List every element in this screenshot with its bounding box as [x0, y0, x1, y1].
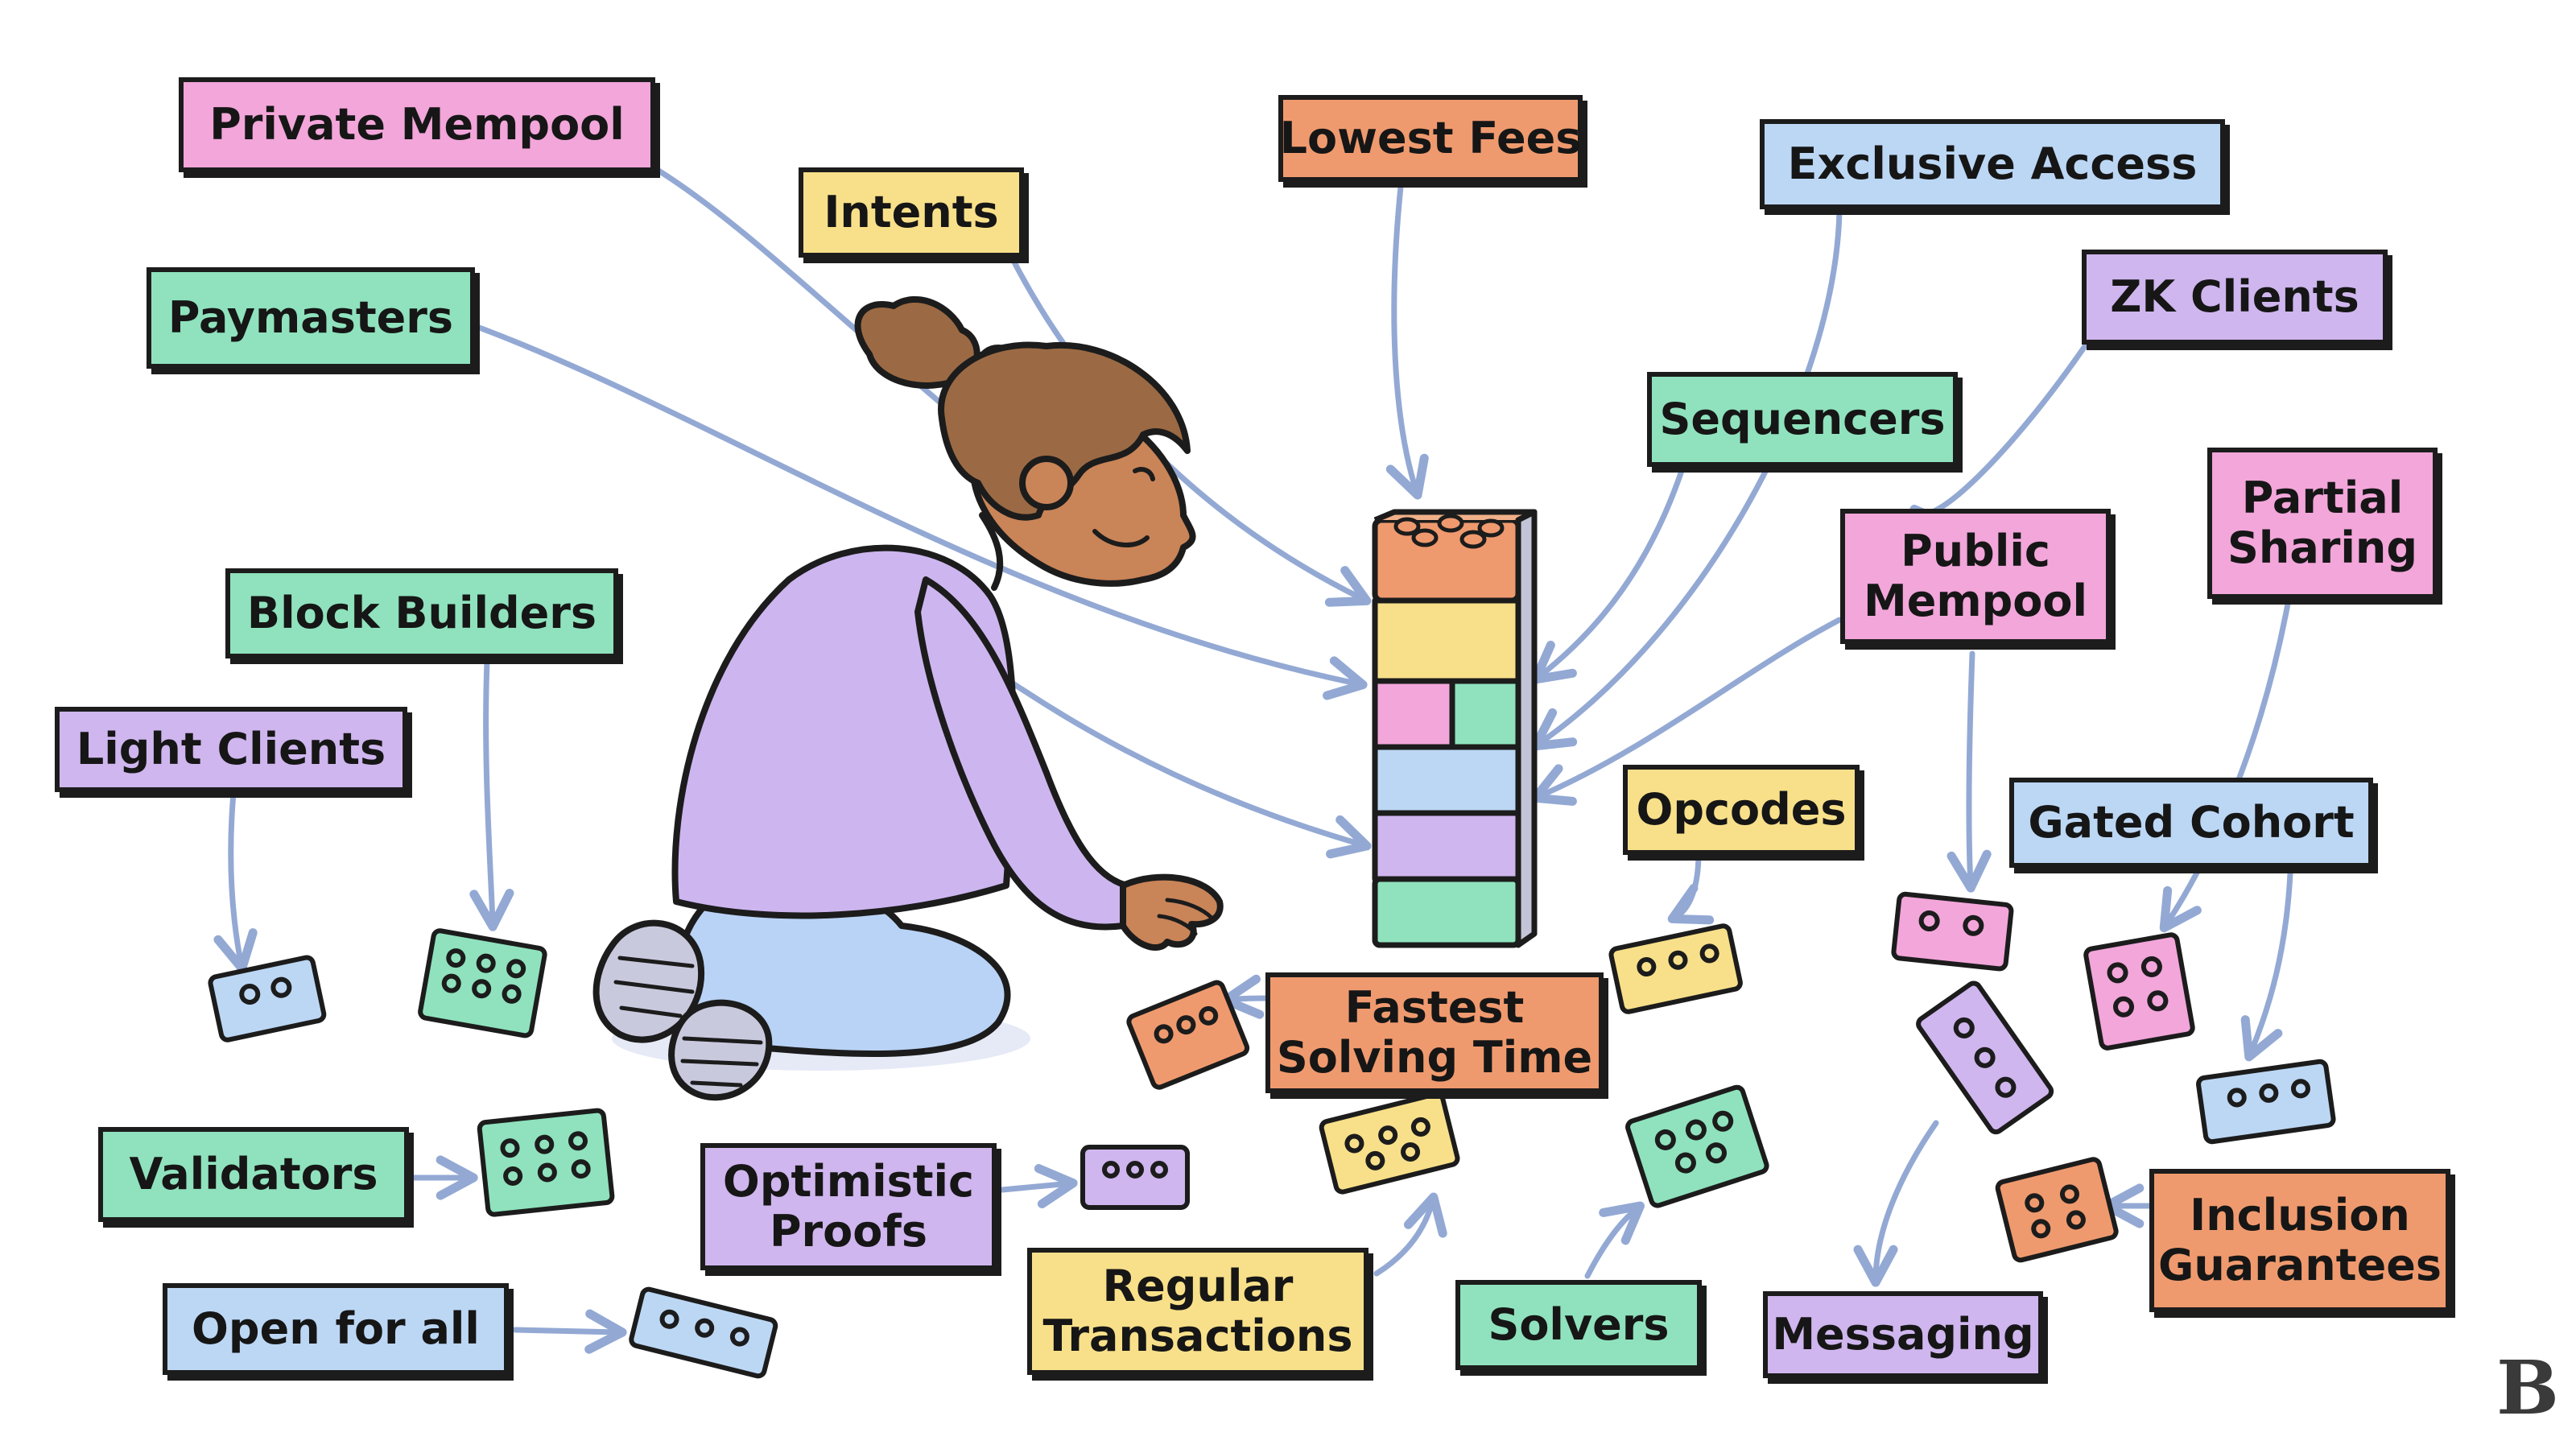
brick-validators — [477, 1108, 615, 1217]
arrow-fastest-solving-to-brick — [1220, 974, 1274, 1019]
label-lowest-fees: Lowest Fees — [1278, 95, 1583, 182]
label-gated-cohort: Gated Cohort — [2009, 778, 2373, 868]
arrow-light-clients-to-brick — [213, 790, 258, 973]
brick-regular-transactions — [1319, 1092, 1460, 1195]
brick-solvers — [1625, 1084, 1769, 1208]
label-zk-clients: ZK Clients — [2082, 250, 2388, 345]
label-light-clients: Light Clients — [55, 707, 407, 792]
label-text: Validators — [129, 1149, 378, 1199]
label-partial-sharing: Partial Sharing — [2207, 448, 2438, 599]
label-text-line-1: Inclusion — [2190, 1190, 2410, 1241]
label-text-line-2: Sharing — [2227, 522, 2417, 573]
label-text: Private Mempool — [209, 99, 625, 150]
label-text: Paymasters — [167, 292, 454, 343]
label-text: Light Clients — [76, 724, 386, 774]
label-text-line-1: Optimistic — [722, 1156, 975, 1207]
brick-open-for-all — [629, 1286, 778, 1379]
arrow-solvers-to-brick — [1584, 1201, 1645, 1279]
label-text-line-2: Solving Time — [1276, 1032, 1593, 1083]
label-text-line-2: Transactions — [1042, 1311, 1353, 1361]
label-text: Intents — [824, 187, 999, 237]
label-solvers: Solvers — [1455, 1280, 1702, 1370]
brick-fastest-solving — [1126, 980, 1250, 1090]
brick-block-builders — [418, 928, 547, 1038]
label-text: Solvers — [1488, 1299, 1670, 1350]
publisher-logo: B — [2496, 1344, 2559, 1431]
arrow-open-for-all-to-brick — [512, 1309, 627, 1354]
arrow-gated-cohort-to-brick — [2240, 870, 2293, 1062]
brick-public-mempool — [1891, 891, 2014, 972]
label-text-line-2: Proofs — [769, 1206, 928, 1257]
arrow-public-mempool-to-tower — [1530, 617, 1843, 806]
label-text: Opcodes — [1636, 784, 1847, 835]
label-block-builders: Block Builders — [225, 568, 618, 658]
arrow-exclusive-access-to-tower — [1530, 208, 1843, 751]
label-text: Block Builders — [246, 588, 597, 638]
brick-inclusion-guarantees — [1995, 1157, 2119, 1263]
label-text: Messaging — [1772, 1309, 2034, 1360]
arrow-paymasters-to-tower — [472, 323, 1368, 700]
loose-bricks — [208, 891, 2336, 1379]
label-optimistic-proofs: Optimistic Proofs — [700, 1143, 997, 1270]
label-text-line-1: Partial — [2241, 473, 2404, 523]
arrow-partial-sharing-to-brick — [2159, 601, 2291, 933]
label-private-mempool: Private Mempool — [179, 77, 655, 172]
brick-messaging — [1916, 980, 2054, 1135]
label-text-line-1: Fastest — [1344, 982, 1525, 1033]
label-text: ZK Clients — [2110, 271, 2359, 322]
label-public-mempool: Public Mempool — [1840, 509, 2111, 644]
label-text-line-1: Regular — [1102, 1261, 1294, 1311]
arrow-public-mempool-to-brick — [1946, 650, 1992, 893]
arrow-lowest-fees-to-tower — [1385, 184, 1429, 500]
label-opcodes: Opcodes — [1623, 765, 1860, 855]
arrow-block-builders-to-brick — [469, 658, 514, 931]
brick-gated-cohort — [2196, 1059, 2336, 1145]
arrow-optimistic-proofs-to-brick — [999, 1164, 1078, 1209]
label-text: Lowest Fees — [1279, 113, 1582, 163]
label-text-line-2: Mempool — [1864, 576, 2087, 626]
label-text: Exclusive Access — [1787, 138, 2198, 189]
label-regular-transactions: Regular Transactions — [1027, 1248, 1368, 1375]
arrow-under-figure-to-tower — [1011, 681, 1372, 859]
label-fastest-solving-time: Fastest Solving Time — [1265, 972, 1604, 1093]
brick-light-clients — [208, 955, 327, 1042]
brick-opcodes — [1608, 923, 1743, 1014]
label-validators: Validators — [98, 1127, 409, 1222]
brick-partial-sharing — [2083, 932, 2195, 1051]
label-inclusion-guarantees: Inclusion Guarantees — [2149, 1169, 2450, 1312]
label-text: Open for all — [192, 1303, 480, 1354]
arrow-regular-transactions-to-brick — [1373, 1192, 1447, 1277]
label-intents: Intents — [799, 167, 1024, 258]
arrow-messaging-to-brick — [1853, 1120, 1939, 1287]
arrow-sequencers-to-tower — [1530, 465, 1686, 684]
label-sequencers: Sequencers — [1647, 372, 1958, 467]
label-text-line-2: Guarantees — [2158, 1240, 2442, 1290]
brick-optimistic-proofs — [1080, 1145, 1190, 1210]
label-text: Gated Cohort — [2028, 797, 2355, 848]
label-text-line-1: Public — [1901, 526, 2050, 576]
block-tower — [1372, 509, 1538, 948]
label-text: Sequencers — [1659, 394, 1946, 444]
label-messaging: Messaging — [1763, 1291, 2043, 1378]
label-exclusive-access: Exclusive Access — [1760, 119, 2225, 209]
label-open-for-all: Open for all — [163, 1283, 509, 1375]
girl-figure — [592, 295, 1224, 1101]
arrow-opcodes-to-brick — [1667, 850, 1715, 925]
tower-studs — [1393, 514, 1505, 549]
label-paymasters: Paymasters — [147, 267, 475, 369]
